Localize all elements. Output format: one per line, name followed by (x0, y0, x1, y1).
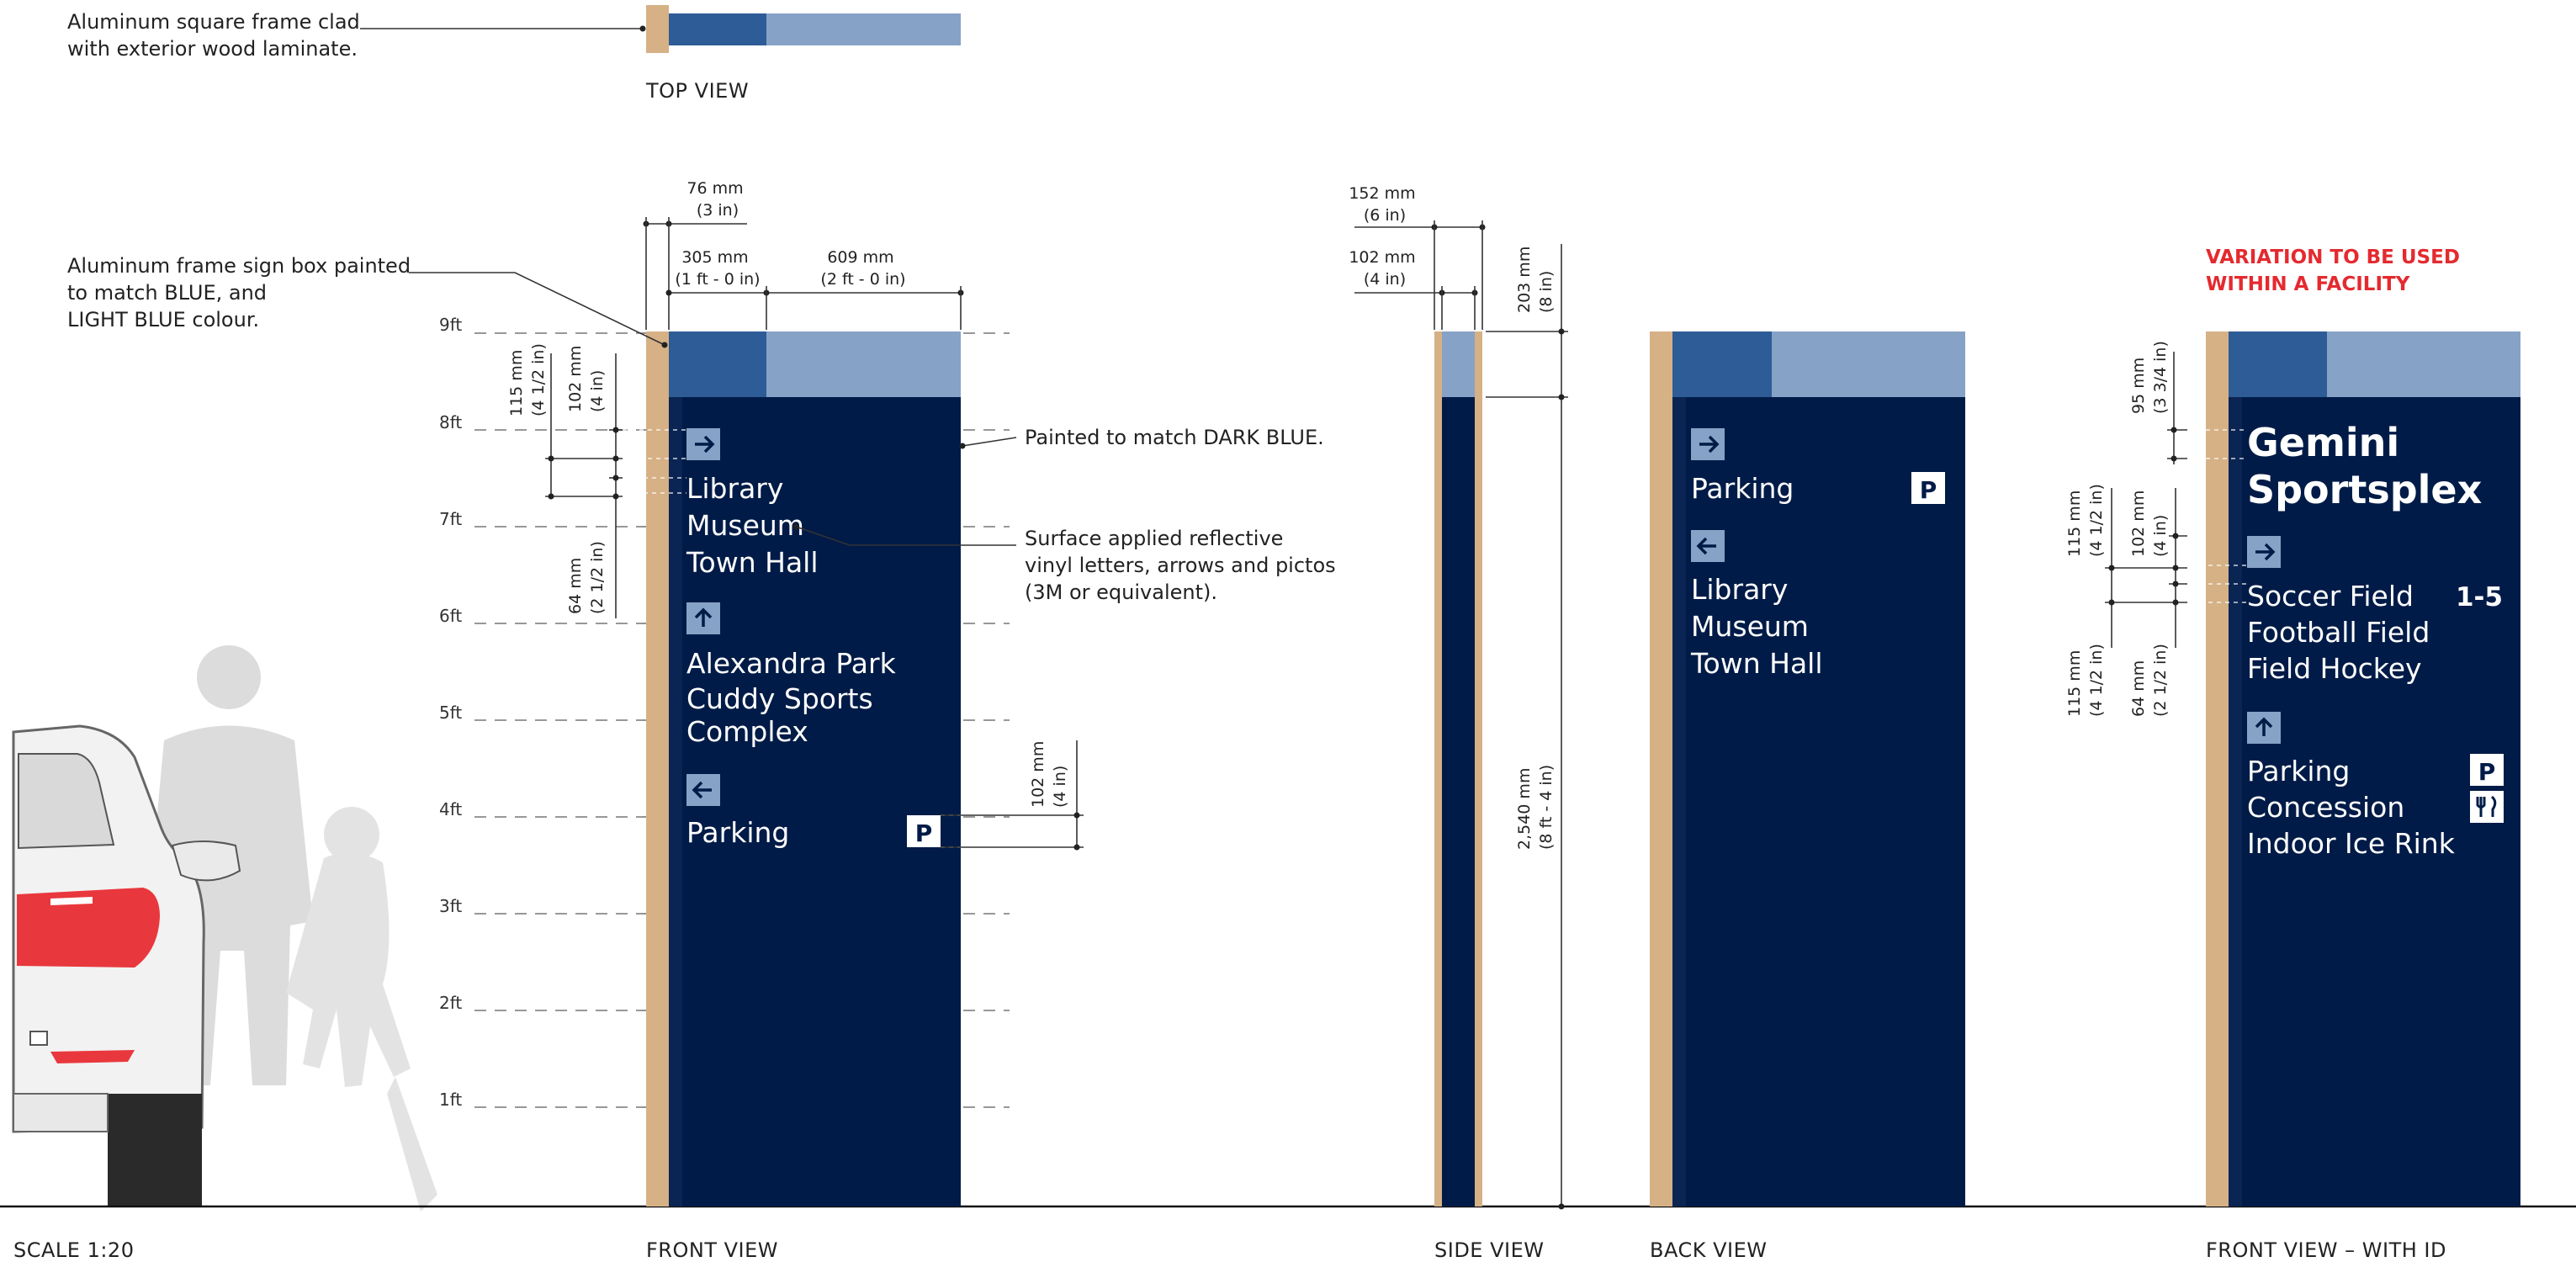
dim-203: 203 mm (8 in) (1515, 241, 1556, 313)
front-dimensions: 76 mm (3 in) 305 mm (1 ft - 0 in) 609 mm… (67, 179, 1342, 851)
up-arrow-icon (686, 602, 720, 634)
front-parking-label: Parking (686, 816, 789, 849)
dim-64: 64 mm (2 1/2 in) (566, 541, 607, 614)
svg-text:7ft: 7ft (439, 509, 462, 529)
top-view: Aluminum square frame clad with exterior… (67, 5, 961, 103)
dim-115: 115 mm (4 1/2 in) (507, 343, 548, 416)
top-view-label: TOP VIEW (645, 79, 749, 103)
facility-title: Gemini Sportsplex (2247, 420, 2482, 512)
back-view: Parking P Library Museum Town Hall BACK … (1650, 331, 1965, 1262)
svg-text:4ft: 4ft (439, 799, 462, 819)
svg-text:5ft: 5ft (439, 703, 462, 723)
front-destinations-2: Alexandra Park Cuddy Sports Complex (686, 647, 904, 748)
frame-box-note: Aluminum frame sign box painted to match… (67, 254, 417, 331)
dim-95: 95 mm (3 3/4 in) (2129, 341, 2170, 414)
painted-note: Painted to match DARK BLUE. (1025, 426, 1324, 449)
svg-text:1ft: 1ft (439, 1090, 462, 1110)
height-markers: 9ft 8ft 7ft 6ft 5ft 4ft 3ft 2ft 1ft (439, 315, 1010, 1110)
front-destinations-1: Library Museum Town Hall (686, 472, 819, 579)
right-arrow-icon (1691, 428, 1725, 460)
scale-label: SCALE 1:20 (13, 1238, 134, 1262)
height-marker: 3ft (439, 896, 1010, 916)
height-marker: 5ft (439, 703, 1010, 723)
front-view-with-id: VARIATION TO BE USED WITHIN A FACILITY G… (2065, 247, 2520, 1262)
dim-76: 76 mm (3 in) (686, 179, 748, 220)
id-destinations-1: Soccer Field Football Field Field Hockey (2247, 580, 2439, 685)
field-number-badge: 1-5 (2456, 582, 2503, 612)
dim-2540: 2,540 mm (8 ft - 4 in) (1515, 763, 1556, 851)
svg-text:6ft: 6ft (439, 606, 462, 626)
dim-305: 305 mm (1 ft - 0 in) (675, 248, 760, 289)
dim-102-parking: 102 mm (4 in) (1029, 736, 1069, 808)
back-parking-label: Parking (1691, 472, 1794, 505)
dim-102: 102 mm (4 in) (566, 341, 607, 412)
side-view-label: SIDE VIEW (1434, 1238, 1544, 1262)
height-marker: 1ft (439, 1090, 1010, 1110)
utensils-icon (2470, 791, 2504, 823)
dim-115-id-2: 115 mm (4 1/2 in) (2065, 644, 2106, 717)
svg-text:2ft: 2ft (439, 993, 462, 1013)
front-view: Library Museum Town Hall Alexandra Park … (551, 331, 1077, 1262)
parking-pictogram: P (2470, 754, 2504, 786)
height-marker: 9ft (439, 315, 1010, 335)
svg-text:8ft: 8ft (439, 412, 462, 432)
right-arrow-icon (686, 428, 720, 460)
svg-text:P: P (1920, 476, 1937, 504)
dim-115-id: 115 mm (4 1/2 in) (2065, 484, 2106, 557)
back-sign-panel (1672, 397, 1965, 1206)
left-arrow-icon (1691, 530, 1725, 562)
back-destinations: Library Museum Town Hall (1690, 573, 1823, 680)
left-arrow-icon (686, 774, 720, 806)
top-frame-note: Aluminum square frame clad with exterior… (67, 10, 366, 61)
up-arrow-icon (2247, 712, 2281, 744)
front-view-with-id-label: FRONT VIEW – WITH ID (2206, 1238, 2446, 1262)
height-marker: 7ft (439, 509, 1010, 529)
front-view-label: FRONT VIEW (646, 1238, 778, 1262)
svg-text:P: P (2478, 758, 2496, 786)
dim-102-id: 102 mm (4 in) (2129, 485, 2170, 557)
dim-64-id: 64 mm (2 1/2 in) (2129, 644, 2170, 717)
dim-609: 609 mm (2 ft - 0 in) (820, 248, 905, 289)
dim-152: 152 mm (6 in) (1349, 184, 1420, 225)
back-view-label: BACK VIEW (1650, 1238, 1767, 1262)
height-marker: 6ft (439, 606, 1010, 626)
svg-text:9ft: 9ft (439, 315, 462, 335)
svg-text:P: P (915, 819, 933, 847)
height-marker: 4ft (439, 799, 1010, 819)
svg-text:3ft: 3ft (439, 896, 462, 916)
child-silhouette (286, 807, 437, 1212)
side-view: 152 mm (6 in) 102 mm (4 in) 203 mm (8 in… (1349, 184, 1568, 1262)
car-silhouette (12, 724, 241, 1207)
parking-pictogram: P (907, 815, 941, 847)
dim-102-side: 102 mm (4 in) (1349, 248, 1420, 289)
scale-silhouettes (12, 645, 437, 1212)
id-destinations-2: Parking Concession Indoor Ice Rink (2247, 755, 2456, 860)
right-arrow-icon (2247, 536, 2281, 568)
parking-pictogram: P (1911, 472, 1945, 504)
vinyl-note: Surface applied reflective vinyl letters… (1025, 527, 1342, 604)
height-marker: 2ft (439, 993, 1010, 1013)
variation-note: VARIATION TO BE USED WITHIN A FACILITY (2206, 247, 2467, 295)
